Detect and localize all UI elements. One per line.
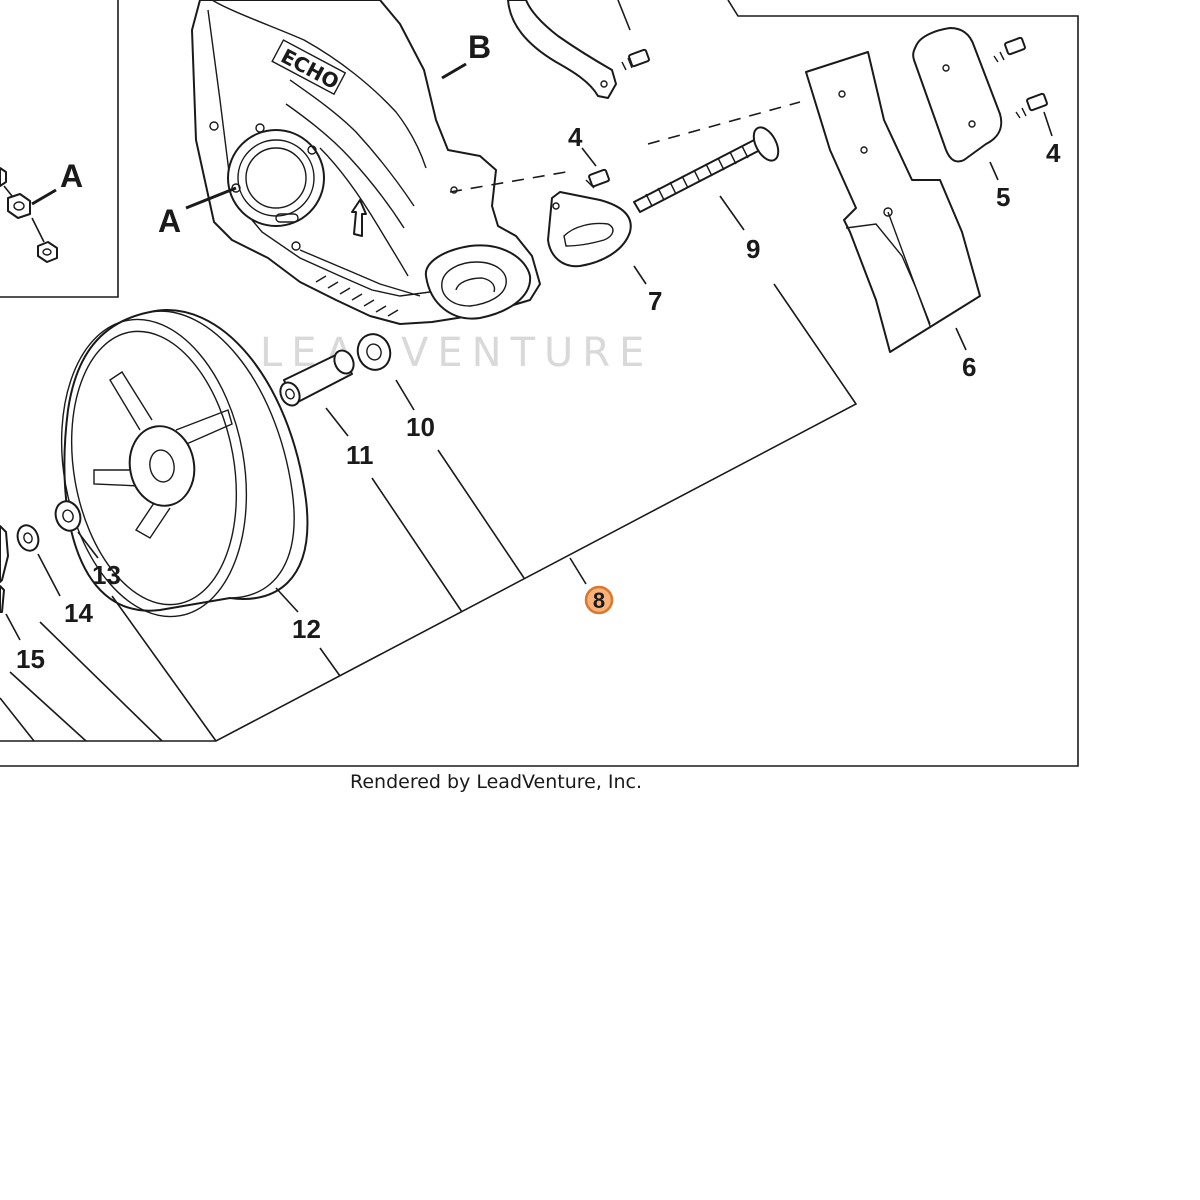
callout-13: 13: [92, 560, 121, 590]
part-4-screw-left: [585, 168, 610, 189]
callout-a-inset: A: [60, 158, 83, 194]
part-11-spacer: [279, 349, 355, 407]
callout-8[interactable]: 8: [593, 588, 605, 613]
callout-12: 12: [292, 614, 321, 644]
nut-lower: [37, 241, 58, 263]
callout-5: 5: [996, 182, 1010, 212]
part-4-screw-right: [1015, 92, 1048, 119]
inset-box: [0, 0, 119, 298]
part-4-screw-top-right: [993, 36, 1026, 63]
nut-upper: [7, 193, 31, 219]
callout-9: 9: [746, 234, 760, 264]
part-10-washer: [356, 333, 392, 371]
screw-bracket: [621, 48, 650, 71]
part-14-lock-washer: [16, 524, 40, 552]
part-5-plate: [912, 27, 1003, 163]
callout-6: 6: [962, 352, 976, 382]
part-8-marker[interactable]: [584, 585, 614, 615]
dash-9: [647, 101, 801, 145]
callout-4-left: 4: [568, 122, 583, 152]
callout-11: 11: [346, 440, 374, 470]
part-9-bolt: [633, 126, 780, 213]
assembly-group-lines: [0, 283, 858, 742]
diagram-frame: [0, 0, 1079, 767]
callout-4-right: 4: [1046, 138, 1061, 168]
callout-b: B: [468, 29, 491, 65]
callout-7: 7: [648, 286, 662, 316]
callout-14: 14: [64, 598, 93, 628]
part-15-nut: [0, 525, 9, 613]
part-12-wheel: [60, 309, 309, 618]
credit-text: Rendered by LeadVenture, Inc.: [350, 771, 642, 793]
callout-10: 10: [406, 412, 435, 442]
part-13-washer: [54, 500, 82, 532]
part-6-guard: [805, 51, 981, 353]
fan-housing: ECHO: [191, 0, 541, 325]
top-bracket: [507, 0, 617, 99]
part-8-highlight[interactable]: 8: [584, 585, 614, 615]
inset-nuts: [0, 167, 58, 263]
callout-15: 15: [16, 644, 45, 674]
part-7-plate: [547, 191, 632, 268]
callout-a-housing: A: [158, 203, 181, 239]
